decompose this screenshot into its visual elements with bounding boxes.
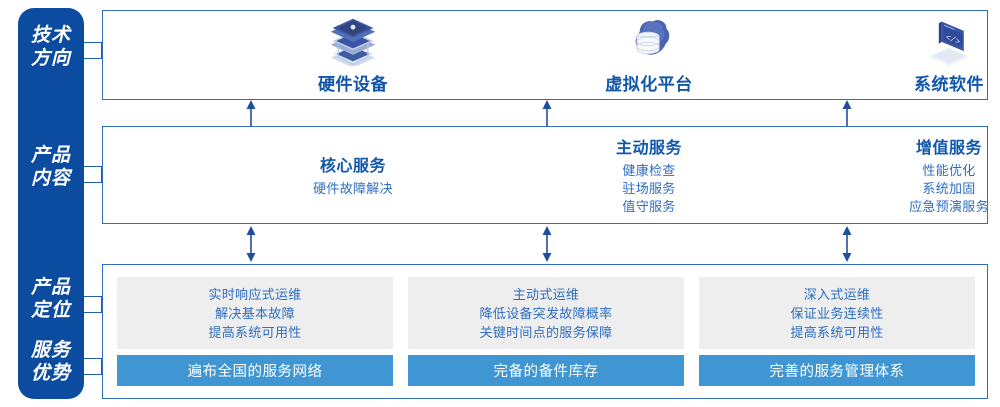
tech-item-software[interactable]: </> 系统软件 <box>849 11 1000 99</box>
rail-label-line1: 产品 <box>30 145 71 166</box>
connector-content-b <box>84 182 102 183</box>
arrow-up-hardware <box>246 100 256 126</box>
position-card-line: 实时响应式运维 <box>208 286 302 302</box>
connector-tech-a <box>84 42 102 43</box>
content-column-core[interactable]: 核心服务 硬件故障解决 <box>253 127 453 223</box>
position-card-line: 提高系统可用性 <box>790 324 884 340</box>
arrow-up-software <box>842 100 852 126</box>
position-card-line: 提高系统可用性 <box>208 324 302 340</box>
product-position-section: 实时响应式运维 解决基本故障 提高系统可用性 主动式运维 降低设备突发故障概率 … <box>102 264 988 399</box>
rail-label-line1: 产品 <box>30 277 71 298</box>
content-item: 系统加固 <box>922 181 976 196</box>
connector-tech-join <box>101 42 102 59</box>
rail-label-line2: 优势 <box>30 363 71 384</box>
connector-advantage-join <box>101 358 102 375</box>
content-item: 性能优化 <box>922 163 976 178</box>
connector-content-a <box>84 166 102 167</box>
arrow-double-right <box>842 226 852 262</box>
tech-item-label: 硬件设备 <box>318 74 388 94</box>
position-card-realtime[interactable]: 实时响应式运维 解决基本故障 提高系统可用性 <box>117 277 393 349</box>
advantage-bar-management[interactable]: 完善的服务管理体系 <box>699 355 975 386</box>
position-card-line: 降低设备突发故障概率 <box>479 305 613 321</box>
arrow-double-left <box>246 226 256 262</box>
content-item: 值守服务 <box>622 199 676 214</box>
rail-label-line1: 技术 <box>30 25 71 46</box>
connector-position-join <box>101 296 102 313</box>
arrow-up-virtualization <box>542 100 552 126</box>
rail-label-product-position: 产品 定位 <box>18 276 84 322</box>
content-item: 硬件故障解决 <box>313 181 393 196</box>
content-column-title: 核心服务 <box>319 158 386 175</box>
category-rail <box>18 8 84 399</box>
connector-content-join <box>101 166 102 183</box>
connector-position-a <box>84 296 102 297</box>
rail-label-line2: 定位 <box>30 300 71 321</box>
cloud-database-icon <box>635 19 670 55</box>
position-card-line: 关键时间点的服务保障 <box>479 324 613 340</box>
position-card-line: 保证业务连续性 <box>790 305 884 321</box>
position-card-deep[interactable]: 深入式运维 保证业务连续性 提高系统可用性 <box>699 277 975 349</box>
advantage-bar-inventory[interactable]: 完备的备件库存 <box>408 355 684 386</box>
content-item: 驻场服务 <box>622 181 676 196</box>
rail-label-tech-direction: 技术 方向 <box>18 24 84 70</box>
rail-label-line1: 服务 <box>30 340 71 361</box>
rail-label-line2: 方向 <box>30 48 71 69</box>
tech-item-hardware[interactable]: 硬件设备 <box>253 11 453 99</box>
tech-item-label: 系统软件 <box>914 74 984 94</box>
position-card-line: 解决基本故障 <box>215 305 295 321</box>
content-item: 健康检查 <box>622 163 676 178</box>
content-item: 应急预演服务 <box>909 199 989 214</box>
content-column-title: 增值服务 <box>915 140 982 157</box>
rail-label-line2: 内容 <box>30 168 71 189</box>
rail-label-service-advantage: 服务 优势 <box>18 339 84 385</box>
content-column-title: 主动服务 <box>615 140 682 157</box>
product-content-section: 核心服务 硬件故障解决 主动服务 健康检查 驻场服务 值守服务 增值服务 性能优… <box>102 126 989 224</box>
tech-item-virtualization[interactable]: 虚拟化平台 <box>549 11 749 99</box>
connector-position-b <box>84 312 102 313</box>
content-column-proactive[interactable]: 主动服务 健康检查 驻场服务 值守服务 <box>549 127 749 223</box>
tech-item-label: 虚拟化平台 <box>605 74 693 94</box>
laptop-code-icon: </> <box>928 21 970 66</box>
rail-label-product-content: 产品 内容 <box>18 144 84 190</box>
arrow-double-middle <box>542 226 552 262</box>
content-column-value-added[interactable]: 增值服务 性能优化 系统加固 应急预演服务 <box>849 127 1000 223</box>
connector-tech-b <box>84 58 102 59</box>
connector-advantage-b <box>84 374 102 375</box>
position-card-line: 深入式运维 <box>803 286 871 302</box>
server-stack-icon <box>330 18 376 66</box>
position-card-line: 主动式运维 <box>512 286 580 302</box>
tech-direction-section: 硬件设备 虚拟化平台 <box>102 10 988 100</box>
position-card-proactive[interactable]: 主动式运维 降低设备突发故障概率 关键时间点的服务保障 <box>408 277 684 349</box>
advantage-bar-network[interactable]: 遍布全国的服务网络 <box>117 355 393 386</box>
connector-advantage-a <box>84 358 102 359</box>
